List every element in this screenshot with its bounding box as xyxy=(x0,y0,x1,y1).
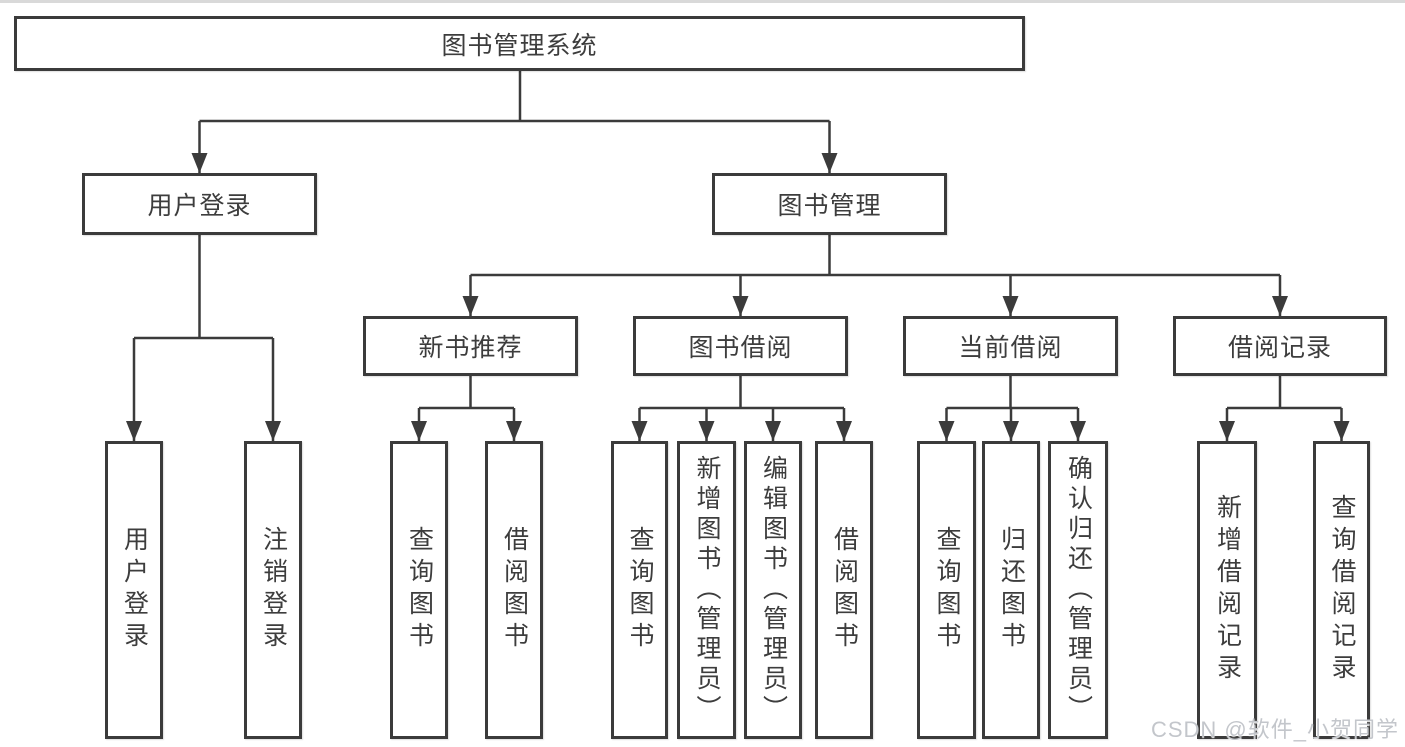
node-return-books-label: 归还图书 xyxy=(997,526,1026,654)
edge-newbook-to-children xyxy=(417,376,516,441)
node-add-borrow-record: 新增借阅记录 xyxy=(1197,441,1257,739)
watermark-text: CSDN @软件_小贺同学 xyxy=(1150,717,1399,742)
node-query-borrow-record: 查询借阅记录 xyxy=(1313,441,1370,739)
edge-records-to-children xyxy=(1225,376,1343,441)
edge-userlogin-to-children xyxy=(132,235,275,441)
edge-borrowing-to-children xyxy=(638,376,846,441)
node-confirm-return-admin: 确认归还（管理员） xyxy=(1048,441,1108,739)
node-new-book-recommend: 新书推荐 xyxy=(363,316,578,376)
node-borrow-books-recommend-label: 借阅图书 xyxy=(500,526,529,654)
node-query-books-recommend-label: 查询图书 xyxy=(405,526,434,654)
node-logout-leaf: 注销登录 xyxy=(244,441,302,739)
node-new-book-recommend-label: 新书推荐 xyxy=(418,334,523,362)
node-return-books: 归还图书 xyxy=(982,441,1040,739)
edge-root-to-level2 xyxy=(198,71,831,173)
node-logout-leaf-label: 注销登录 xyxy=(259,526,288,654)
node-book-management: 图书管理 xyxy=(712,173,947,235)
node-query-books-recommend: 查询图书 xyxy=(390,441,448,739)
node-current-borrowing-label: 当前借阅 xyxy=(958,334,1063,362)
node-current-borrowing: 当前借阅 xyxy=(903,316,1118,376)
node-book-borrowing: 图书借阅 xyxy=(633,316,848,376)
node-add-borrow-record-label: 新增借阅记录 xyxy=(1213,494,1242,686)
node-user-login-label: 用户登录 xyxy=(147,192,252,220)
node-query-books-borrowing: 查询图书 xyxy=(611,441,668,739)
node-book-borrowing-label: 图书借阅 xyxy=(688,334,793,362)
node-edit-books-admin-label: 编辑图书（管理员） xyxy=(759,455,788,725)
node-borrow-books-leaf: 借阅图书 xyxy=(815,441,873,739)
node-query-books-current-label: 查询图书 xyxy=(933,526,961,654)
node-book-management-label: 图书管理 xyxy=(777,192,882,220)
node-borrowing-records-label: 借阅记录 xyxy=(1227,334,1332,362)
node-query-borrow-record-label: 查询借阅记录 xyxy=(1328,494,1356,686)
node-borrow-books-leaf-label: 借阅图书 xyxy=(830,526,859,654)
edge-current-to-children xyxy=(945,376,1080,441)
edge-bookmgmt-to-level3 xyxy=(469,235,1282,316)
node-query-books-borrowing-label: 查询图书 xyxy=(626,526,654,654)
node-user-login-leaf-label: 用户登录 xyxy=(120,526,149,654)
node-library-system: 图书管理系统 xyxy=(14,16,1025,71)
node-add-books-admin: 新增图书（管理员） xyxy=(677,441,736,739)
node-edit-books-admin: 编辑图书（管理员） xyxy=(744,441,802,739)
node-borrow-books-recommend: 借阅图书 xyxy=(485,441,543,739)
node-query-books-current: 查询图书 xyxy=(917,441,976,739)
node-confirm-return-admin-label: 确认归还（管理员） xyxy=(1064,455,1093,725)
node-library-system-label: 图书管理系统 xyxy=(441,31,598,60)
node-user-login-leaf: 用户登录 xyxy=(105,441,163,739)
node-borrowing-records: 借阅记录 xyxy=(1173,316,1387,376)
node-user-login: 用户登录 xyxy=(82,173,317,235)
node-add-books-admin-label: 新增图书（管理员） xyxy=(693,455,721,725)
